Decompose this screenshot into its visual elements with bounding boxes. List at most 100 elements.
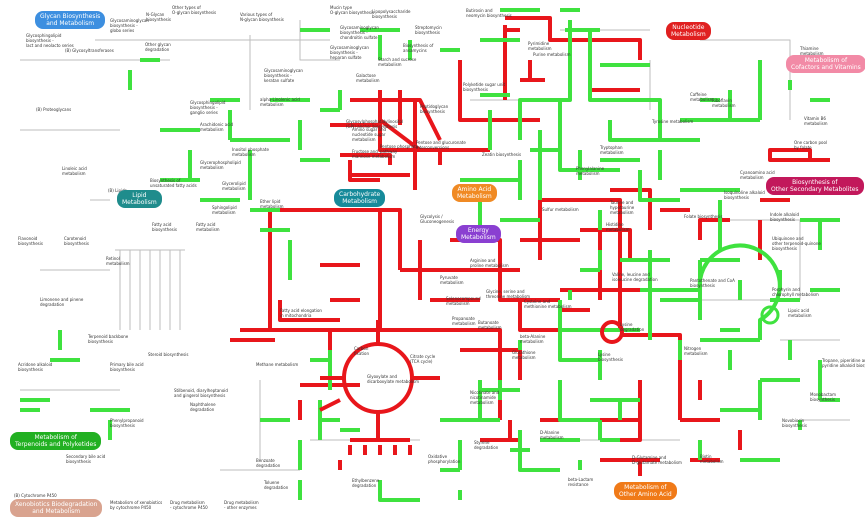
pathway-label[interactable]: Fatty acid elongation in mitochondria <box>280 308 322 318</box>
pathway-label[interactable]: Terpenoid backbone biosynthesis <box>88 334 129 344</box>
pathway-label[interactable]: Purine metabolism <box>533 52 571 57</box>
pathway-label[interactable]: Streptomycin biosynthesis <box>415 25 442 35</box>
pathway-label[interactable]: Flavonoid biosynthesis <box>18 236 43 246</box>
pathway-label[interactable]: Glycerolipid metabolism <box>222 181 246 191</box>
pathway-label[interactable]: Metabolism of xenobiotics by cytochrome … <box>110 500 163 510</box>
pathway-label[interactable]: Porphyrin and chlorophyll metabolism <box>772 287 819 297</box>
pathway-label[interactable]: Glyoxylate and dicarboxylate metabolism <box>367 374 419 384</box>
pathway-label[interactable]: Biosynthesis of unsaturated fatty acids <box>150 178 197 188</box>
pathway-label[interactable]: Pentose phosphate pathway <box>380 144 419 154</box>
category-cofactors[interactable]: Metabolism of Cofactors and Vitamins <box>786 55 865 73</box>
pathway-label[interactable]: N-Glycan biosynthesis <box>146 12 171 22</box>
pathway-route[interactable] <box>540 198 622 330</box>
pathway-route[interactable] <box>698 218 730 240</box>
pathway-label[interactable]: Tryptophan metabolism <box>600 145 624 155</box>
pathway-label[interactable]: D-Glutamine and D-glutamate metabolism <box>632 455 682 465</box>
pathway-label[interactable]: Ether lipid metabolism <box>260 199 284 209</box>
pathway-label[interactable]: Pentose and glucuronate interconversions <box>416 140 466 150</box>
pathway-ring[interactable] <box>600 320 624 344</box>
pathway-label[interactable]: Various types of N-glycan biosynthesis <box>240 12 284 22</box>
pathway-label[interactable]: Valine, leucine and isoleucine degradati… <box>612 272 658 282</box>
pathway-label[interactable]: Toluene degradation <box>264 480 289 490</box>
pathway-label[interactable]: Selenocompound metabolism <box>446 296 481 306</box>
pathway-label[interactable]: Carbon fixation <box>354 346 369 356</box>
pathway-label[interactable]: Novobiocin biosynthesis <box>782 418 807 428</box>
pathway-label[interactable]: Indole alkaloid biosynthesis <box>770 212 800 222</box>
category-secondary[interactable]: Biosynthesis of Other Secondary Metaboli… <box>766 177 864 195</box>
pathway-label[interactable]: Retinol metabolism <box>106 256 130 266</box>
pathway-label[interactable]: Steroid biosynthesis <box>148 352 189 357</box>
pathway-label[interactable]: Benzoate degradation <box>256 458 281 468</box>
pathway-label[interactable]: Nitrogen metabolism <box>684 346 708 356</box>
pathway-label[interactable]: Limonene and pinene degradation <box>40 297 84 307</box>
pathway-label[interactable]: Linoleic acid metabolism <box>62 166 87 176</box>
pathway-label[interactable]: Arginine and proline metabolism <box>470 258 509 268</box>
pathway-label[interactable]: Polyketide sugar unit biosynthesis <box>463 82 506 92</box>
pathway-label[interactable]: Peptidoglycan biosynthesis <box>420 104 449 114</box>
pathway-route[interactable] <box>278 300 340 322</box>
pathway-label[interactable]: Folate biosynthesis <box>684 214 723 219</box>
background-connector[interactable] <box>299 20 340 61</box>
category-terpenoids[interactable]: Metabolism of Terpenoids and Polyketides <box>10 432 102 450</box>
pathway-route[interactable] <box>558 100 620 172</box>
category-xenobiotics[interactable]: Xenobiotics Biodegradation and Metabolis… <box>10 499 103 517</box>
pathway-label[interactable]: Biosynthesis of ansamycins <box>403 43 434 53</box>
pathway-label[interactable]: Acridone alkaloid biosynthesis <box>18 362 53 372</box>
pathway-route[interactable] <box>558 300 600 362</box>
pathway-label[interactable]: Propanoate metabolism <box>452 316 476 326</box>
pathway-label[interactable]: alpha-Linolenic acid metabolism <box>260 97 300 107</box>
pathway-label[interactable]: Glycosaminoglycan biosynthesis - keratan… <box>264 68 303 83</box>
pathway-label[interactable]: Pyrimidine metabolism <box>528 41 552 51</box>
pathway-route[interactable] <box>348 438 412 455</box>
pathway-route[interactable] <box>378 480 420 502</box>
pathway-label[interactable]: Phenylpropanoid biosynthesis <box>110 418 144 428</box>
pathway-route[interactable] <box>460 348 522 380</box>
pathway-route[interactable] <box>330 95 382 127</box>
pathway-label[interactable]: (B) Cytochrome P450 <box>14 493 57 498</box>
pathway-label[interactable]: Ethylbenzene degradation <box>352 478 380 488</box>
pathway-label[interactable]: Thiamine metabolism <box>800 46 824 56</box>
pathway-label[interactable]: (B) Glycosyltransferases <box>65 48 114 53</box>
pathway-label[interactable]: Butanoate metabolism <box>478 320 502 330</box>
pathway-label[interactable]: Arachidonic acid metabolism <box>200 122 234 132</box>
pathway-route[interactable] <box>638 170 680 202</box>
pathway-label[interactable]: Carotenoid biosynthesis <box>64 236 89 246</box>
pathway-ring[interactable] <box>760 305 780 325</box>
pathway-label[interactable]: Glycosphingolipid biosynthesis - ganglio… <box>190 100 226 115</box>
pathway-route[interactable] <box>608 120 700 142</box>
pathway-route[interactable] <box>610 188 652 230</box>
pathway-label[interactable]: Drug metabolism - cytochrome P450 <box>170 500 208 510</box>
pathway-label[interactable]: Pantothenate and CoA biosynthesis <box>690 278 735 288</box>
pathway-label[interactable]: Fatty acid biosynthesis <box>152 222 177 232</box>
pathway-label[interactable]: Cysteine and methionine metabolism <box>524 299 572 309</box>
pathway-label[interactable]: Glycosaminoglycan biosynthesis - globo s… <box>110 18 149 33</box>
pathway-label[interactable]: D-Alanine metabolism <box>540 430 564 440</box>
pathway-label[interactable]: Fatty acid metabolism <box>196 222 220 232</box>
pathway-label[interactable]: Biotin metabolism <box>700 454 724 464</box>
category-otheraa[interactable]: Metabolism of Other Amino Acid <box>614 482 677 500</box>
pathway-route[interactable] <box>498 260 560 302</box>
pathway-label[interactable]: Monobactam biosynthesis <box>810 392 836 402</box>
category-aminoacid[interactable]: Amino Acid Metabolism <box>452 184 497 202</box>
pathway-label[interactable]: Zeatin biosynthesis <box>482 152 522 157</box>
pathway-label[interactable]: Tyrosine metabolism <box>652 119 694 124</box>
pathway-label[interactable]: Lipopolysaccharide biosynthesis <box>372 9 411 19</box>
pathway-label[interactable]: Other types of O-glycan biosynthesis <box>172 5 217 15</box>
pathway-label[interactable]: Citrate cycle (TCA cycle) <box>410 354 436 364</box>
pathway-route[interactable] <box>350 98 442 141</box>
pathway-label[interactable]: Galactose metabolism <box>356 73 380 83</box>
pathway-label[interactable]: Styrene degradation <box>474 440 499 450</box>
pathway-route[interactable] <box>610 380 642 442</box>
pathway-label[interactable]: Lysine biosynthesis <box>598 352 623 362</box>
pathway-label[interactable]: Glycosaminoglycan biosynthesis - chondro… <box>340 25 379 40</box>
pathway-label[interactable]: Other glycan degradation <box>145 42 171 52</box>
pathway-label[interactable]: Lipoic acid metabolism <box>788 308 812 318</box>
pathway-label[interactable]: Lysine degradation <box>620 322 645 332</box>
background-connector[interactable] <box>700 39 791 120</box>
pathway-label[interactable]: Glycosaminoglycan biosynthesis - heparan… <box>330 45 369 60</box>
pathway-route[interactable] <box>518 430 560 472</box>
pathway-route[interactable] <box>458 60 540 122</box>
pathway-label[interactable]: Pyruvate metabolism <box>440 275 464 285</box>
pathway-label[interactable]: Vitamin B6 metabolism <box>804 116 828 126</box>
pathway-label[interactable]: Glycolysis / Gluconeogenesis <box>420 214 455 224</box>
